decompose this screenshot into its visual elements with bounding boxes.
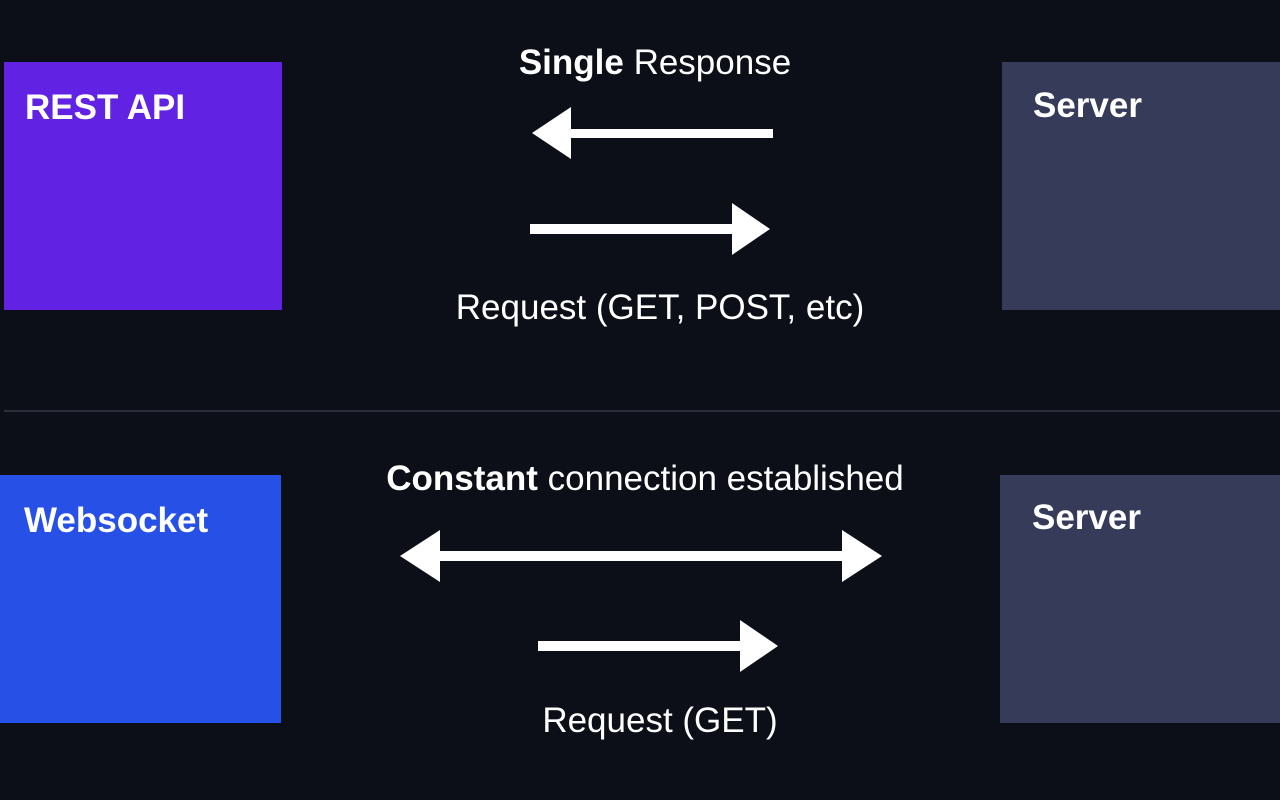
- websocket-box: Websocket: [0, 475, 281, 723]
- websocket-label: Websocket: [24, 501, 209, 540]
- constant-connection-caption: Constant connection established: [340, 459, 950, 499]
- websocket-server-label: Server: [1032, 498, 1141, 537]
- rest-api-box: REST API: [4, 62, 282, 310]
- request-arrow-right: [530, 203, 770, 255]
- rest-server-box: Server: [1002, 62, 1280, 310]
- single-response-bold: Single: [518, 43, 624, 82]
- rest-api-label: REST API: [25, 88, 186, 127]
- response-arrow-left: [532, 107, 773, 159]
- websocket-request-caption: Request (GET): [542, 701, 778, 740]
- single-response-caption: Single Response: [440, 43, 870, 83]
- websocket-request-arrow-right: [538, 620, 778, 672]
- websocket-server-box: Server: [1000, 475, 1280, 723]
- section-divider: [4, 410, 1280, 412]
- single-response-text: Response: [623, 43, 792, 82]
- bidirectional-arrow: [400, 530, 882, 582]
- rest-server-label: Server: [1033, 86, 1142, 125]
- rest-request-caption: Request (GET, POST, etc): [455, 288, 865, 327]
- constant-connection-text: connection established: [537, 459, 904, 498]
- constant-connection-bold: Constant: [386, 459, 538, 498]
